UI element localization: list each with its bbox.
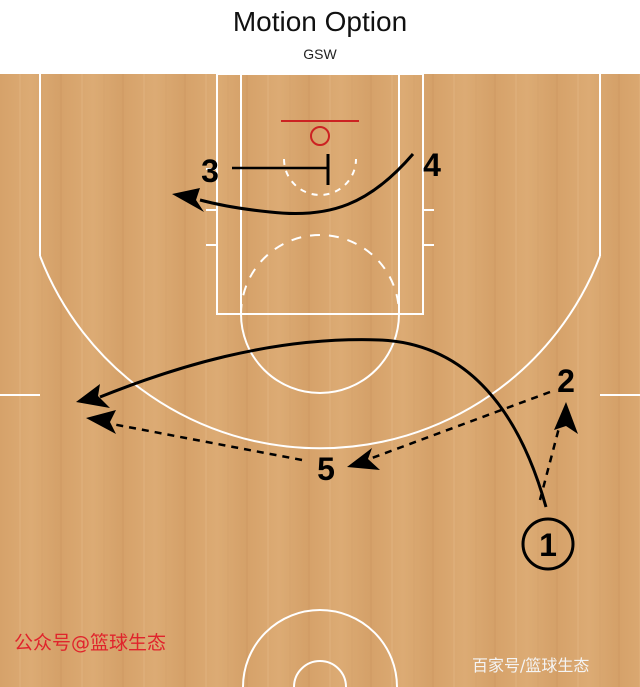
pass-path-1-2 <box>538 423 562 501</box>
ball-handler-ring <box>521 517 575 571</box>
pass-arrowhead-2-5 <box>347 448 380 470</box>
watermark-left: 公众号@篮球生态 <box>14 632 167 654</box>
watermark-right: 百家号/篮球生态 <box>472 656 590 675</box>
court-lines <box>0 74 640 687</box>
cut-path-1 <box>99 338 548 508</box>
cut-arrowhead-1 <box>76 384 110 408</box>
pass-arrowhead-5-wing <box>86 410 116 434</box>
pass-path-2-5 <box>371 390 551 460</box>
player-4: 4 <box>423 147 441 183</box>
pass-arrowhead-1-2 <box>554 402 578 434</box>
player-5: 5 <box>317 451 335 487</box>
pass-path-5-wing <box>111 422 303 462</box>
half-court: 1 2 3 4 5 <box>0 74 640 687</box>
cut-arrowhead-4 <box>172 188 204 212</box>
cut-path-4 <box>199 153 415 216</box>
diagram-title: Motion Option <box>232 6 408 37</box>
player-1: 1 <box>539 527 557 563</box>
rim <box>310 126 330 146</box>
diagram-subtitle: GSW <box>303 46 337 62</box>
player-3: 3 <box>201 153 219 189</box>
player-2: 2 <box>557 363 575 399</box>
court-floor <box>0 74 640 687</box>
